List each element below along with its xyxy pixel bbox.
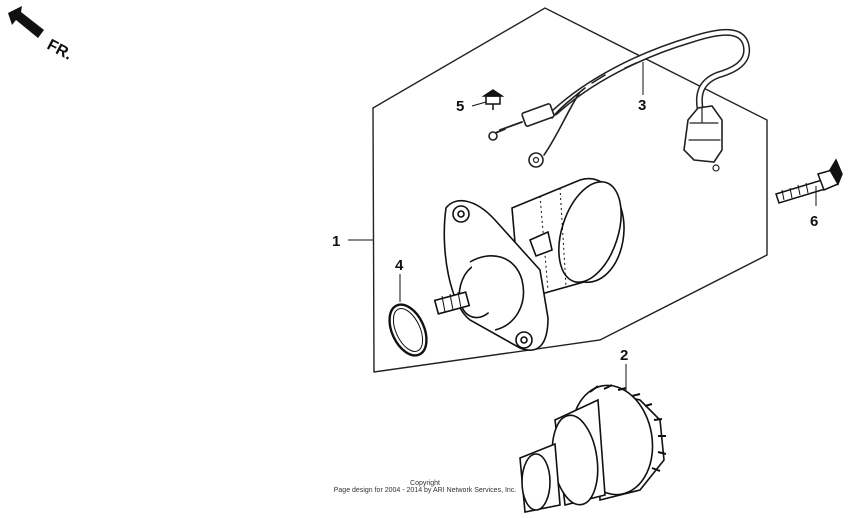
- starter-clutch: [519, 384, 667, 513]
- front-label: FR.: [44, 37, 75, 64]
- screw: [481, 89, 505, 110]
- copyright-notice: Copyright Page design for 2004 - 2014 by…: [0, 480, 850, 494]
- callout-o-ring: 4: [395, 257, 404, 274]
- leader-lines: [348, 62, 817, 392]
- callout-starter-clutch: 2: [620, 347, 628, 364]
- front-direction-arrow-icon: [8, 6, 44, 38]
- callout-bolt: 6: [810, 213, 818, 230]
- front-direction-indicator: FR.: [8, 6, 75, 64]
- wire-harness: [488, 28, 751, 172]
- o-ring: [388, 303, 428, 357]
- starter-motor: [433, 177, 625, 351]
- callout-wire-harness: 3: [638, 97, 646, 114]
- copyright-line-2: Page design for 2004 - 2014 by ARI Netwo…: [333, 487, 517, 494]
- bolt: [775, 158, 843, 204]
- copyright-line-1: Copyright: [410, 480, 440, 487]
- callout-screw: 5: [456, 98, 464, 115]
- callout-starter-motor: 1: [332, 233, 340, 250]
- assembly-outline-box: [372, 7, 768, 373]
